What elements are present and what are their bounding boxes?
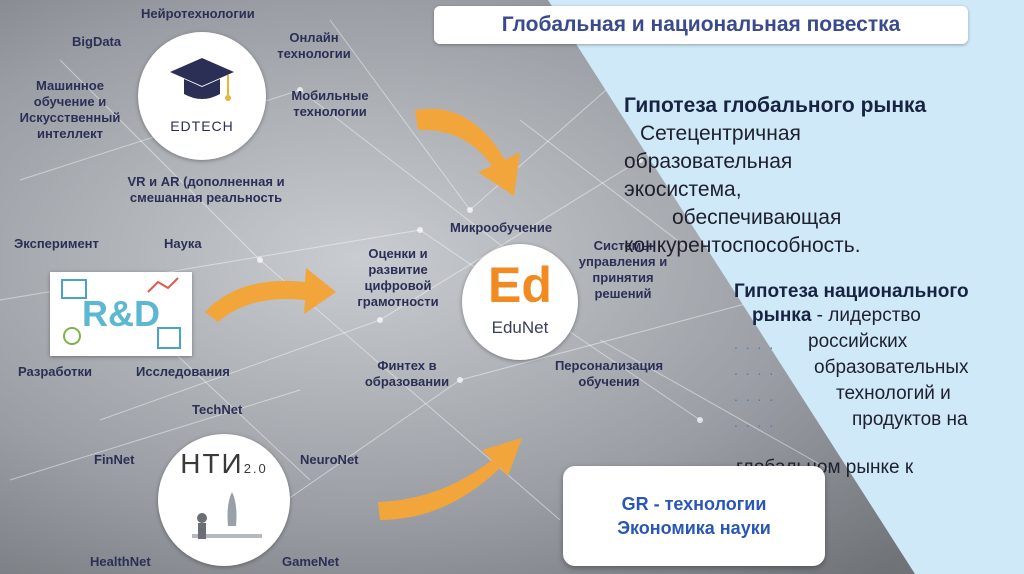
label-research: Исследования bbox=[136, 364, 230, 379]
label-neuronet: NeuroNet bbox=[300, 452, 359, 467]
global-line-1: Сетецентричная bbox=[640, 122, 801, 145]
national-line-5: продуктов на bbox=[852, 409, 968, 430]
label-development: Разработки bbox=[18, 364, 93, 379]
label-mobile-tech: Мобильные технологии bbox=[291, 88, 369, 119]
gr-line-2: Экономика науки bbox=[617, 518, 771, 538]
label-personalization: Персонализация обучения bbox=[554, 358, 664, 389]
national-heading-market: рынка bbox=[752, 305, 812, 326]
national-line-2: российских bbox=[808, 331, 908, 352]
nti-logo-text: НТИ2.0 bbox=[158, 448, 290, 480]
rocket-illustration-icon bbox=[192, 492, 262, 539]
decorative-dots-3: . . . . bbox=[734, 388, 776, 404]
decorative-dots-2: . . . . bbox=[734, 362, 776, 378]
decorative-dots-4: . . . . bbox=[734, 414, 776, 430]
gr-box: GR - технологии Экономика науки bbox=[563, 466, 825, 566]
edunet-logo-small: EduNet bbox=[491, 318, 549, 337]
arrow-rnd-to-edunet bbox=[205, 268, 336, 322]
light-panel bbox=[548, 0, 1024, 574]
arrow-nti-to-edunet bbox=[378, 438, 522, 520]
label-technet: TechNet bbox=[192, 402, 243, 417]
edtech-logo-circle: EDTECH bbox=[138, 32, 266, 160]
label-neurotech: Нейротехнологии bbox=[141, 6, 255, 21]
label-microlearning: Микрообучение bbox=[450, 220, 553, 235]
label-fintech-education: Финтех в образовании bbox=[364, 358, 450, 389]
global-line-2: образовательная bbox=[624, 150, 793, 173]
label-finnet: FinNet bbox=[94, 452, 135, 467]
edunet-logo-circle: Ed EduNet bbox=[462, 244, 578, 360]
label-healthnet: HealthNet bbox=[90, 554, 151, 569]
label-gamenet: GameNet bbox=[282, 554, 340, 569]
label-ml-ai: Машинное обучение и Искусственный интелл… bbox=[19, 78, 121, 141]
national-hypothesis-heading: Гипотеза национального bbox=[734, 281, 969, 302]
nti-logo-version: 2.0 bbox=[243, 461, 268, 476]
page-title: Глобальная и национальная повестка bbox=[501, 13, 901, 36]
graduation-cap-icon bbox=[170, 58, 234, 101]
label-management-systems: Системы управления и принятия решений bbox=[578, 238, 668, 301]
label-bigdata: BigData bbox=[72, 34, 122, 49]
nti-logo-name: НТИ bbox=[180, 448, 244, 479]
gr-line-1: GR - технологии bbox=[621, 494, 767, 514]
rnd-logo-text: R&D bbox=[82, 293, 160, 334]
global-hypothesis-heading: Гипотеза глобального рынка bbox=[624, 94, 927, 117]
rnd-illustration-icon bbox=[61, 277, 181, 349]
edtech-logo-text: EDTECH bbox=[170, 118, 234, 134]
global-line-5: конкурентоспособность. bbox=[624, 234, 861, 257]
label-vr-ar: VR и AR (дополненная и смешанная реально… bbox=[127, 174, 285, 205]
nti-logo-circle: НТИ2.0 bbox=[158, 434, 290, 566]
decorative-dots-1: . . . . bbox=[734, 336, 776, 352]
national-line-3: образовательных bbox=[814, 357, 969, 378]
edunet-logo-big: Ed bbox=[488, 257, 552, 313]
label-online-tech: Онлайн технологии bbox=[277, 30, 351, 61]
national-heading-line-2: рынка - лидерство bbox=[752, 302, 921, 330]
global-line-4: обеспечивающая bbox=[672, 206, 842, 229]
national-line-1: - лидерство bbox=[816, 305, 921, 326]
label-experiment: Эксперимент bbox=[14, 236, 99, 251]
arrow-edtech-to-edunet bbox=[415, 108, 520, 196]
label-digital-literacy: Оценки и развитие цифровой грамотности bbox=[357, 246, 439, 309]
title-box: Глобальная и национальная повестка bbox=[434, 6, 968, 44]
global-line-3: экосистема, bbox=[624, 178, 742, 201]
label-science: Наука bbox=[164, 236, 202, 251]
rnd-logo-box: R&D bbox=[50, 272, 192, 356]
national-line-4: технологий и bbox=[836, 383, 951, 404]
